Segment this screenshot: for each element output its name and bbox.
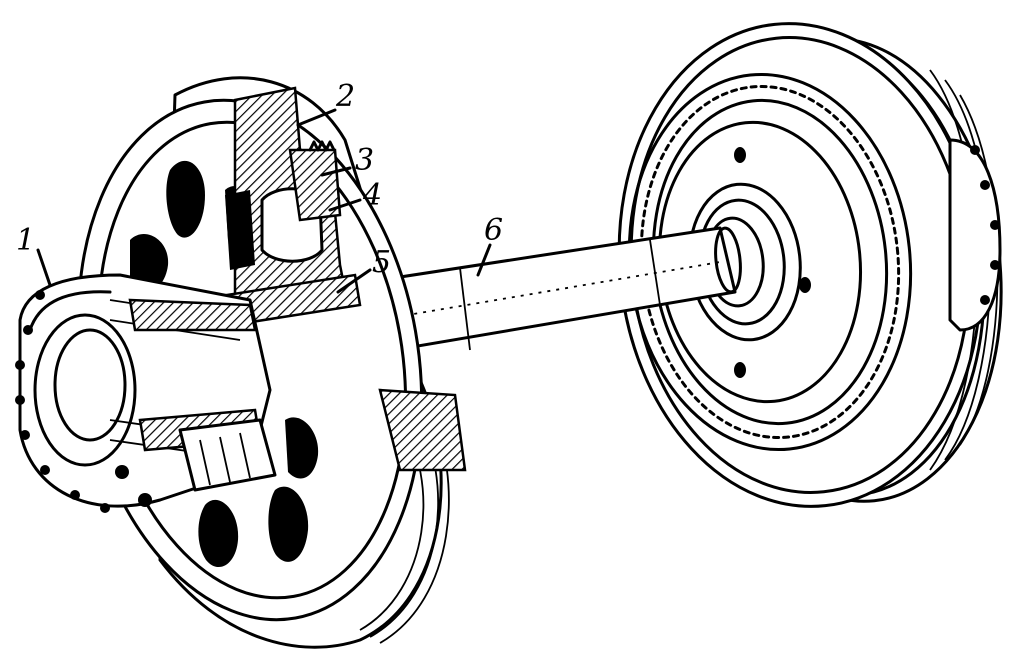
leader-4: [328, 198, 362, 212]
bolt-icon: [138, 493, 152, 507]
leader-6: [476, 243, 492, 277]
rivet-icon: [40, 465, 50, 475]
leader-5: [336, 268, 372, 294]
bolt-hole-icon: [734, 147, 746, 163]
bolt-icon: [980, 180, 990, 190]
left-axle-box: [15, 273, 277, 513]
leader-2: [296, 108, 337, 127]
spoke-opening: [285, 417, 319, 479]
leader-3: [320, 166, 352, 177]
leader-1: [36, 248, 52, 287]
spoke-opening: [166, 160, 205, 238]
bolt-icon: [980, 295, 990, 305]
sectioned-hub: [193, 86, 467, 472]
bolt-hole-icon: [799, 277, 811, 293]
label-6: 6: [484, 213, 503, 248]
rivet-icon: [15, 360, 25, 370]
rivet-icon: [100, 503, 110, 513]
bolt-hole-icon: [734, 362, 746, 378]
bolt-icon: [970, 145, 980, 155]
bolt-icon: [115, 465, 129, 479]
right-axle-box: [948, 138, 1002, 332]
spoke-opening: [268, 486, 309, 562]
bolt-icon: [990, 260, 1000, 270]
bolt-icon: [990, 220, 1000, 230]
rivet-icon: [35, 290, 45, 300]
spoke-opening: [198, 499, 239, 568]
part-labels: 1 2 3 4 5 6: [16, 79, 503, 280]
label-1: 1: [16, 223, 35, 258]
label-3: 3: [355, 143, 374, 178]
label-4: 4: [362, 178, 382, 213]
right-hub: [688, 182, 802, 342]
rivet-icon: [20, 430, 30, 440]
leader-lines: [36, 108, 492, 294]
rivet-icon: [23, 325, 33, 335]
rivet-icon: [70, 490, 80, 500]
rivet-icon: [15, 395, 25, 405]
label-2: 2: [335, 79, 355, 114]
label-5: 5: [372, 245, 391, 280]
